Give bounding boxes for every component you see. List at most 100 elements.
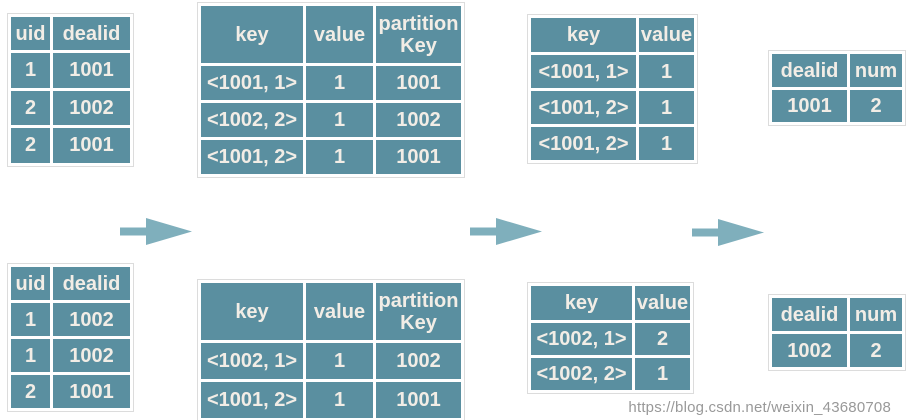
table-header-row: uid dealid	[8, 264, 133, 303]
table-cell: 2	[8, 87, 53, 128]
table-row: <1001, 2> 1 1001	[198, 379, 464, 420]
table-cell: 1002	[50, 300, 133, 339]
table-cell: <1001, 2>	[198, 137, 306, 177]
right-arrow-icon	[692, 219, 764, 246]
column-header-value: value	[636, 15, 697, 55]
column-header-dealid: dealid	[769, 51, 850, 90]
table-cell: <1002, 1>	[198, 340, 306, 382]
column-header-dealid: dealid	[50, 264, 133, 303]
column-header-value: value	[303, 280, 376, 343]
column-header-partition-key: partition Key	[373, 3, 464, 66]
column-header-uid: uid	[8, 264, 53, 303]
table-result-top: dealid num 1001 2	[769, 51, 905, 125]
column-header-dealid: dealid	[50, 14, 133, 53]
table-cell: 1002	[373, 100, 464, 140]
table-cell: 2	[847, 87, 905, 125]
table-cell: 1001	[50, 125, 133, 166]
table-cell: 1	[303, 100, 376, 140]
table-result-bottom: dealid num 1002 2	[769, 295, 905, 370]
table-cell: 1002	[373, 340, 464, 382]
table-header-row: dealid num	[769, 51, 905, 90]
table-cell: 1002	[50, 336, 133, 375]
table-input-top: uid dealid 1 1001 2 1002 2 1001	[8, 14, 133, 166]
table-cell: 1001	[373, 137, 464, 177]
table-row: 2 1002	[8, 87, 133, 128]
table-row: 2 1001	[8, 125, 133, 166]
flow-arrow-map-to-shuffle	[470, 218, 542, 245]
table-row: 1001 2	[769, 87, 905, 125]
table-header-row: dealid num	[769, 295, 905, 334]
right-arrow-icon	[120, 218, 192, 245]
table-cell: 1	[303, 137, 376, 177]
table-cell: <1002, 1>	[528, 320, 635, 358]
table-row: 1002 2	[769, 331, 905, 370]
right-arrow-icon	[470, 218, 542, 245]
table-row: <1002, 1> 1 1002	[198, 340, 464, 382]
table-map-bottom: key value partition Key <1002, 1> 1 1002…	[198, 280, 464, 420]
table-header-row: key value partition Key	[198, 3, 464, 66]
table-cell: 2	[8, 125, 53, 166]
table-cell: 1001	[50, 50, 133, 91]
table-cell: <1001, 2>	[528, 124, 639, 163]
table-cell: 1001	[373, 63, 464, 103]
table-row: 1 1002	[8, 336, 133, 375]
table-header-row: key value partition Key	[198, 280, 464, 343]
table-row: 1 1002	[8, 300, 133, 339]
table-cell: 1	[636, 88, 697, 127]
table-row: 2 1001	[8, 372, 133, 411]
table-cell: <1001, 1>	[198, 63, 306, 103]
column-header-key: key	[528, 283, 635, 323]
table-row: <1001, 1> 1 1001	[198, 63, 464, 103]
table-cell: 1	[303, 379, 376, 420]
column-header-num: num	[847, 51, 905, 90]
table-row: <1001, 2> 1	[528, 88, 697, 127]
table-cell: <1001, 1>	[528, 52, 639, 91]
table-shuffle-bottom: key value <1002, 1> 2 <1002, 2> 1	[528, 283, 693, 393]
column-header-key: key	[198, 3, 306, 66]
table-cell: 1001	[50, 372, 133, 411]
table-header-row: key value	[528, 283, 693, 323]
table-row: <1001, 1> 1	[528, 52, 697, 91]
table-map-top: key value partition Key <1001, 1> 1 1001…	[198, 3, 464, 177]
table-cell: 2	[632, 320, 693, 358]
column-header-value: value	[303, 3, 376, 66]
table-cell: <1002, 2>	[198, 100, 306, 140]
table-row: 1 1001	[8, 50, 133, 91]
column-header-partition-key: partition Key	[373, 280, 464, 343]
table-cell: 1	[636, 52, 697, 91]
flow-arrow-shuffle-to-result	[692, 219, 764, 246]
column-header-uid: uid	[8, 14, 53, 53]
table-cell: <1002, 2>	[528, 355, 635, 393]
table-cell: <1001, 2>	[528, 88, 639, 127]
table-row: <1002, 2> 1	[528, 355, 693, 393]
table-cell: 1002	[50, 87, 133, 128]
table-input-bottom: uid dealid 1 1002 1 1002 2 1001	[8, 264, 133, 411]
table-cell: 1	[8, 50, 53, 91]
table-cell: 1001	[769, 87, 850, 125]
table-cell: 2	[847, 331, 905, 370]
table-cell: 1	[303, 63, 376, 103]
watermark-url: https://blog.csdn.net/weixin_43680708	[628, 399, 891, 416]
table-cell: 1002	[769, 331, 850, 370]
column-header-num: num	[847, 295, 905, 334]
table-cell: 1	[636, 124, 697, 163]
table-shuffle-top: key value <1001, 1> 1 <1001, 2> 1 <1001,…	[528, 15, 697, 163]
table-cell: <1001, 2>	[198, 379, 306, 420]
column-header-key: key	[198, 280, 306, 343]
flow-arrow-input-to-map	[120, 218, 192, 245]
table-cell: 1	[632, 355, 693, 393]
table-cell: 1001	[373, 379, 464, 420]
table-row: <1001, 2> 1	[528, 124, 697, 163]
table-row: <1002, 2> 1 1002	[198, 100, 464, 140]
table-header-row: key value	[528, 15, 697, 55]
table-row: <1001, 2> 1 1001	[198, 137, 464, 177]
column-header-dealid: dealid	[769, 295, 850, 334]
table-row: <1002, 1> 2	[528, 320, 693, 358]
table-header-row: uid dealid	[8, 14, 133, 53]
table-cell: 1	[303, 340, 376, 382]
table-cell: 2	[8, 372, 53, 411]
column-header-key: key	[528, 15, 639, 55]
column-header-value: value	[632, 283, 693, 323]
table-cell: 1	[8, 300, 53, 339]
